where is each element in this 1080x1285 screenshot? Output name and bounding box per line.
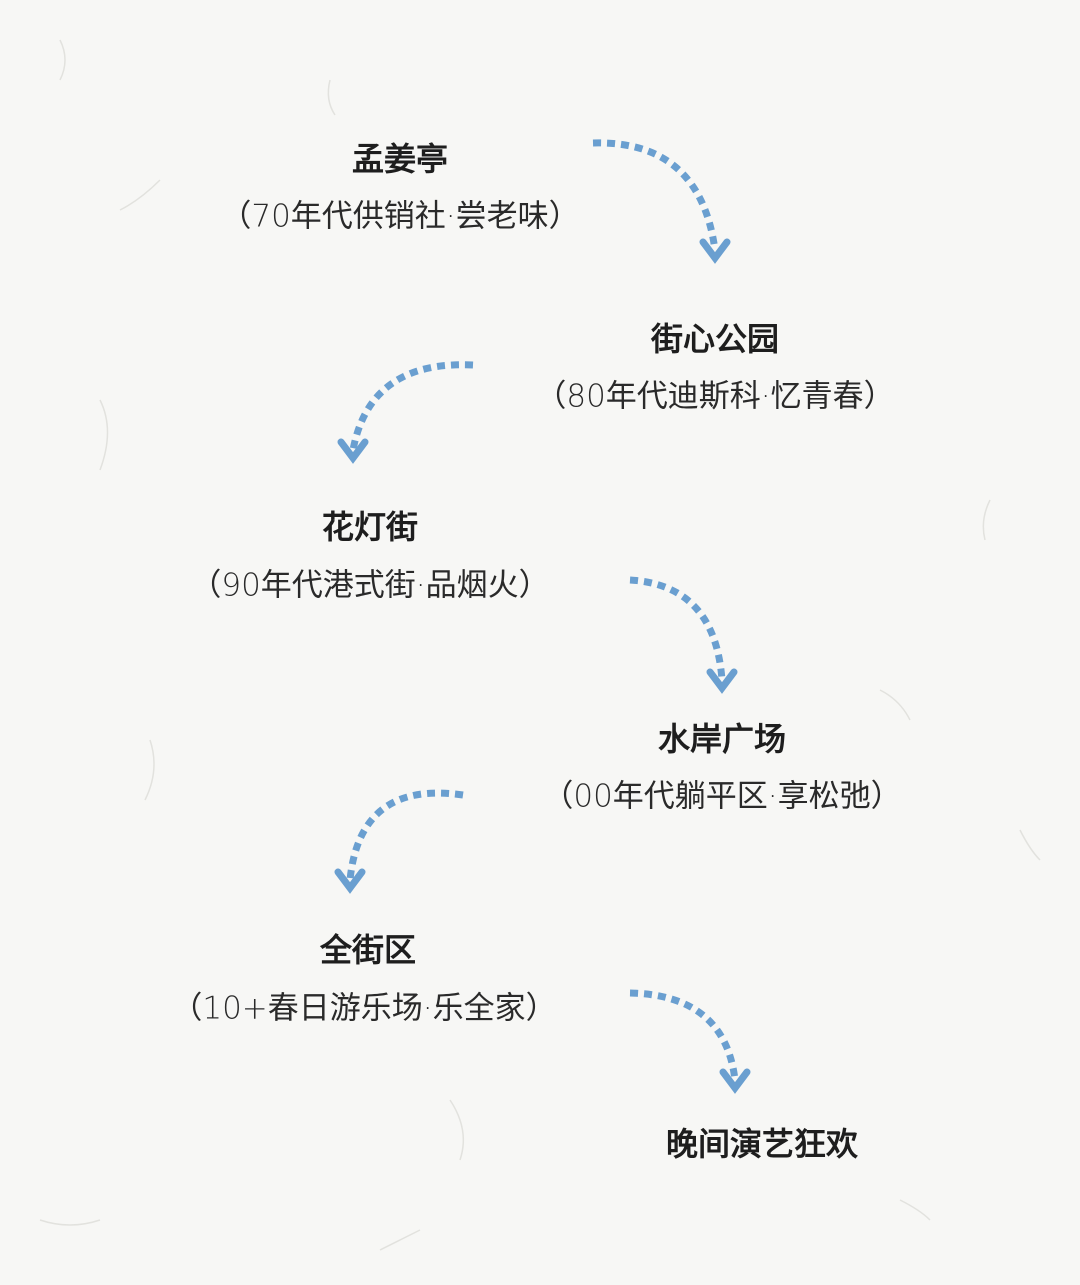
arrow-5 xyxy=(629,989,751,1094)
stop-2-subtitle: （80年代迪斯科·忆青春） xyxy=(535,378,895,415)
arrow-2 xyxy=(337,361,474,464)
stop-4-title: 水岸广场 xyxy=(657,720,787,758)
stop-5-title: 全街区 xyxy=(319,931,417,969)
stop-3-subtitle: （90年代港式街·品烟火） xyxy=(190,567,550,604)
stop-6-title: 晚间演艺狂欢 xyxy=(665,1125,859,1163)
stop-3-title: 花灯街 xyxy=(321,508,419,546)
arrow-4 xyxy=(334,789,464,894)
stop-1-subtitle: （70年代供销社·尝老味） xyxy=(220,198,580,235)
stop-4-subtitle: （00年代躺平区·享松弛） xyxy=(542,778,902,815)
stop-1-title: 孟姜亭 xyxy=(351,140,449,178)
arrow-3 xyxy=(629,576,738,694)
arrow-1 xyxy=(592,139,731,264)
stop-5-subtitle: （10+春日游乐场·乐全家） xyxy=(171,990,557,1027)
stop-2-title: 街心公园 xyxy=(650,320,780,358)
